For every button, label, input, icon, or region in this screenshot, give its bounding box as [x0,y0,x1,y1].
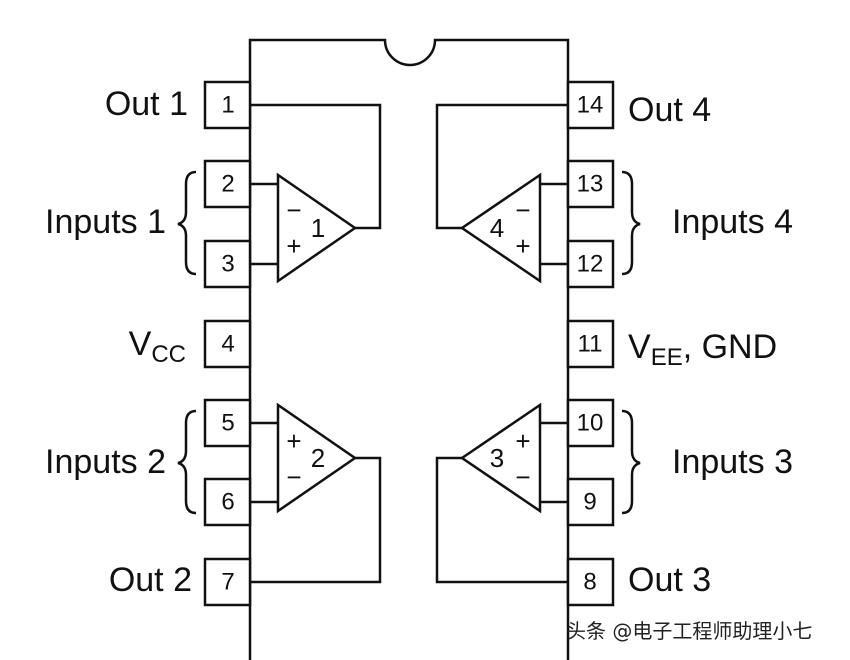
pin-5: 5 [221,410,234,437]
pin-4: 4 [221,331,234,358]
opamp-2: + − 2 [250,402,382,584]
opamp-2-triangle [276,402,358,514]
pin-3-box [203,239,252,289]
pin-12: 12 [577,251,604,278]
opamp-3-inverting-sign: − [515,462,530,492]
label-vcc: VCC [129,325,186,368]
opamp-3: + − 3 [435,402,568,584]
pin-7: 7 [221,569,234,596]
pin-9-box [566,477,615,527]
inputs-3-brace [621,409,641,515]
pin-3: 3 [221,251,234,278]
label-out-4: Out 4 [628,91,711,129]
opamp-4-wires [435,103,568,266]
opamp-3-noninverting-sign: + [515,426,530,456]
pin-5-box [203,398,252,448]
pin-10-box [566,398,615,448]
pin-11-box [566,319,615,369]
opamp-2-inverting-sign: − [286,462,301,492]
opamp-1-number: 1 [311,213,325,243]
opamp-3-triangle [459,402,542,514]
pin-2: 2 [221,171,234,198]
opamp-4-triangle [459,172,542,284]
chip-body [248,38,570,660]
inputs-1-brace [177,170,197,276]
pin-13: 13 [577,171,604,198]
opamp-4-number: 4 [490,213,504,243]
label-vee-gnd: VEE, GND [628,328,777,371]
pin-8-box [566,557,615,607]
vee-subscript: EE [651,344,683,371]
opamp-4: − + 4 [435,103,568,284]
label-out-3: Out 3 [628,561,711,599]
pin-14: 14 [577,92,604,119]
inputs2-brace [177,409,197,515]
pin-7-box [203,557,252,607]
vcc-subscript: CC [151,341,186,368]
gnd-text: , GND [683,328,777,366]
pin-2-box [203,159,252,209]
opamp-2-noninverting-sign: + [286,426,301,456]
opamp-3-wires [435,421,568,584]
pin-11: 11 [578,331,603,358]
label-inputs-4: Inputs 4 [672,203,793,241]
pin-9: 9 [583,489,596,516]
opamp-1: − + 1 [250,103,382,284]
left-pins: 1 2 3 4 5 6 7 [203,80,252,607]
pin-4-box [203,319,252,369]
label-out-2: Out 2 [109,561,192,599]
inputs-4-brace [621,170,641,276]
pin-10: 10 [577,410,604,437]
label-inputs-3: Inputs 3 [672,443,793,481]
opamp-4-noninverting-sign: + [515,231,530,261]
opamp-2-wires [250,421,382,584]
opamp-4-inverting-sign: − [515,195,530,225]
opamp-1-inverting-sign: − [286,195,301,225]
opamp-1-wires [250,103,382,266]
opamp-2-number: 2 [311,443,325,473]
label-out-1: Out 1 [105,85,188,123]
label-inputs-2: Inputs 2 [45,443,166,481]
pin-8: 8 [583,569,596,596]
pin-6: 6 [221,489,234,516]
opamp-1-triangle [276,172,358,284]
pin-1: 1 [221,92,234,119]
vcc-main: V [129,325,152,363]
label-inputs-1: Inputs 1 [45,203,166,241]
vee-main: V [628,328,651,366]
opamp-1-noninverting-sign: + [286,231,301,261]
pin-1-box [203,80,252,130]
opamp-3-number: 3 [490,443,504,473]
right-pins: 14 13 12 11 10 9 8 [566,80,615,607]
watermark: 头条 @电子工程师助理小七 [566,619,812,643]
